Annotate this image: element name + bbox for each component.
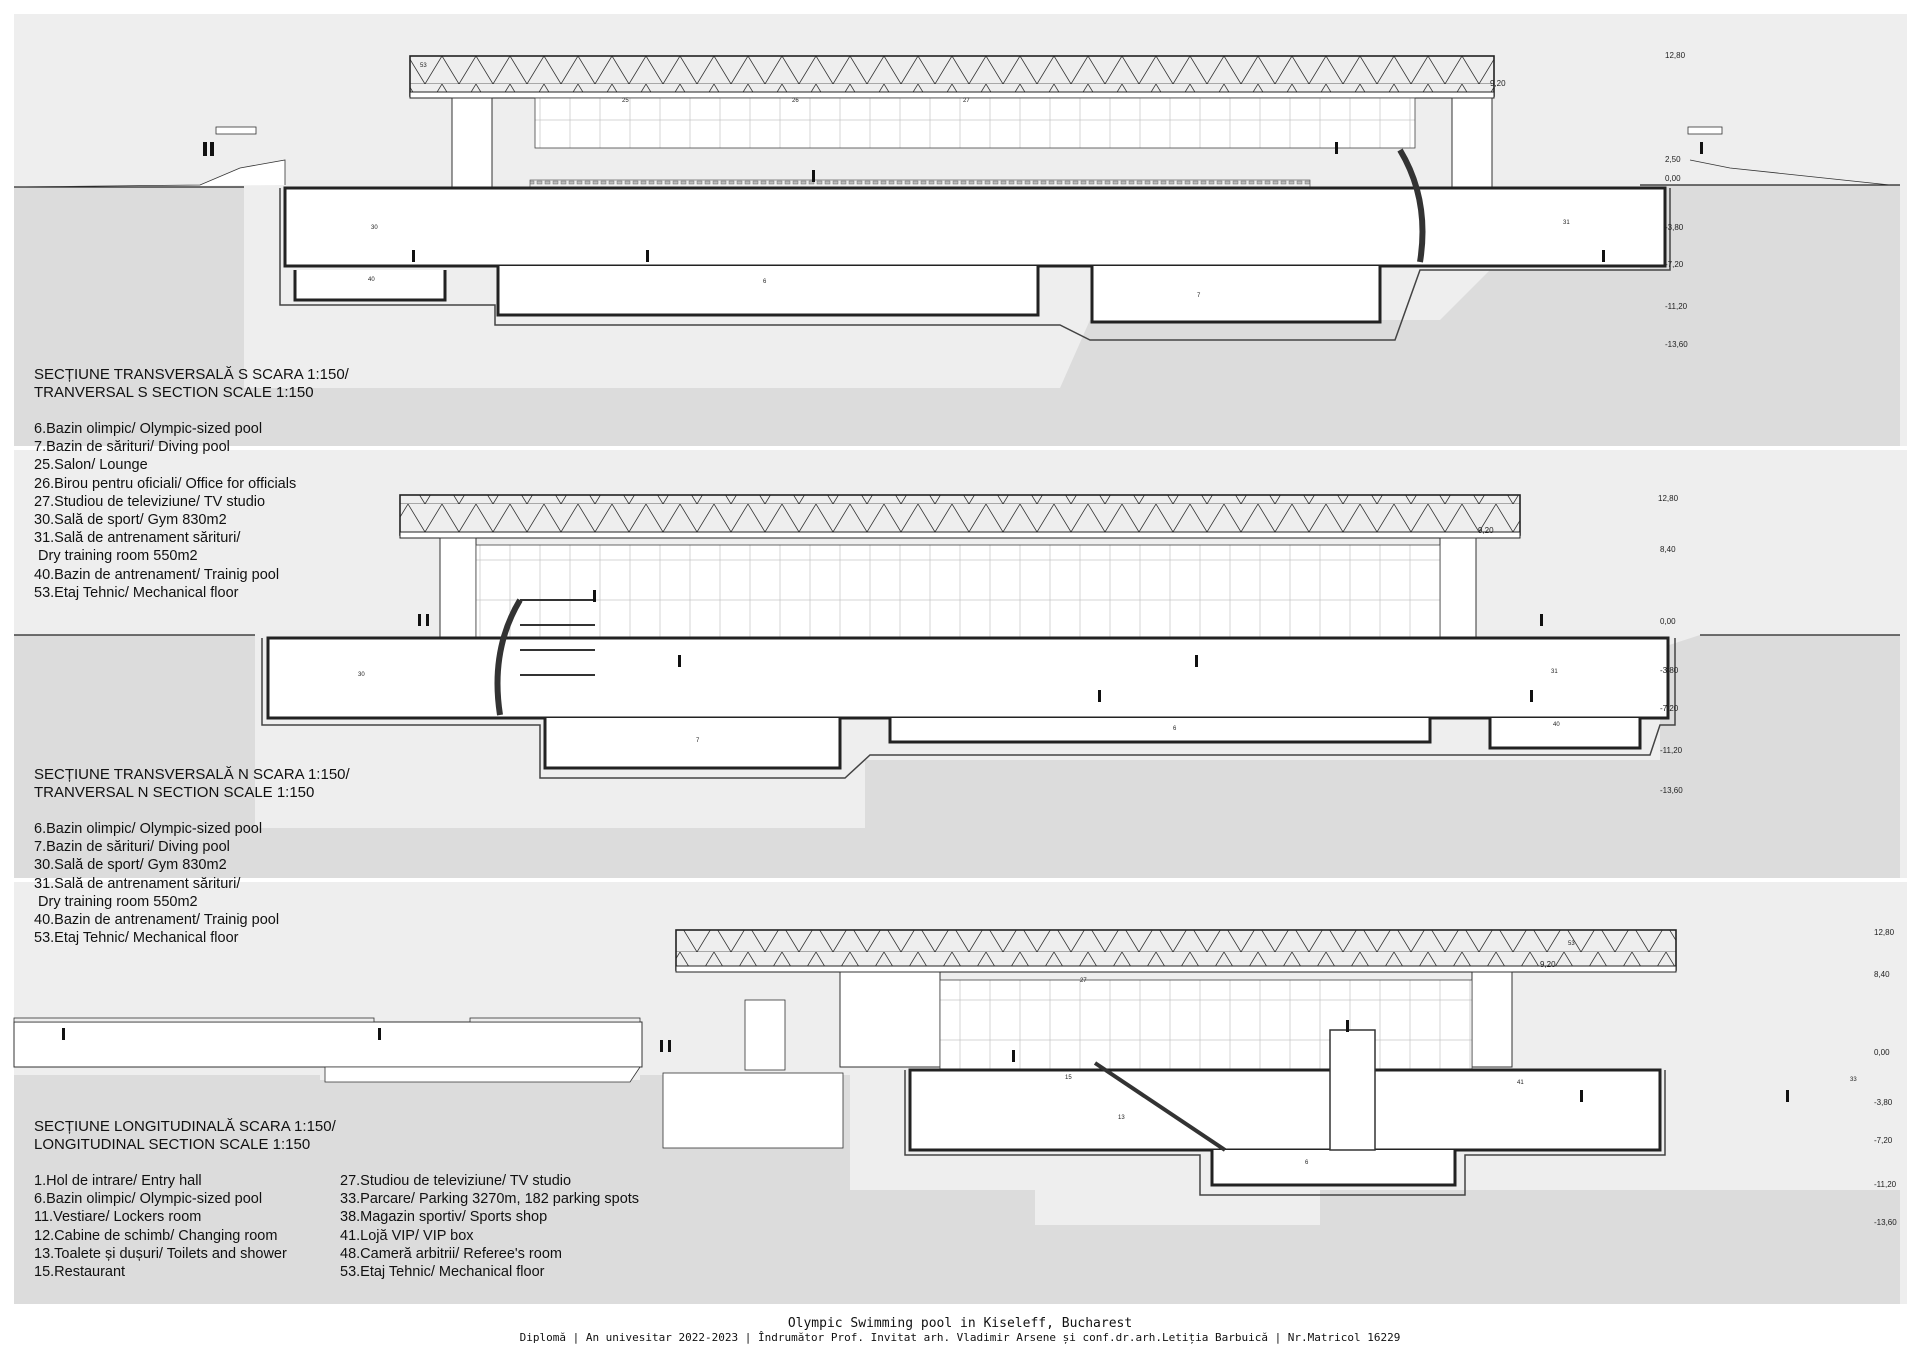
legend-item: 41.Lojă VIP/ VIP box (340, 1227, 474, 1244)
legend-item: 40.Bazin de antrenament/ Trainig pool (34, 912, 280, 929)
section-n-drawing (14, 494, 1900, 878)
legend-item: 7.Bazin de sărituri/ Diving pool (34, 839, 230, 856)
project-credits: Diplomă | An univesitar 2022-2023 | Îndr… (519, 1331, 1401, 1344)
section-n-title-ro: SECȚIUNE TRANSVERSALĂ N SCARA 1:150/ (34, 766, 350, 783)
section-s-title-en: TRANVERSAL S SECTION SCALE 1:150 (34, 384, 314, 401)
legend-item: 31.Sală de antrenament sărituri/ (34, 875, 241, 892)
legend-item: 6.Bazin olimpic/ Olympic-sized pool (34, 421, 263, 437)
legend-item: 25.Salon/ Lounge (34, 457, 148, 474)
section-n-level: -3,80 (1660, 666, 1679, 675)
section-s-basement (283, 186, 1667, 268)
legend-item: 53.Etaj Tehnic/ Mechanical floor (34, 584, 239, 601)
section-n-level: 12,80 (1658, 494, 1679, 503)
legend-item: 53.Etaj Tehnic/ Mechanical floor (34, 930, 239, 947)
room-number: 6 (1305, 1160, 1309, 1166)
legend-item: 40.Bazin de antrenament/ Trainig pool (34, 566, 280, 583)
room-number: 33 (1850, 1077, 1857, 1083)
section-s-drawing (13, 55, 1900, 446)
section-s-level: 2,50 (1665, 155, 1681, 164)
section-n-level: -7,20 (1660, 704, 1679, 713)
project-title: Olympic Swimming pool in Kiseleff, Bucha… (787, 1316, 1133, 1331)
room-number: 53 (420, 63, 427, 69)
legend-item: 31.Sală de antrenament sărituri/ (34, 530, 241, 547)
section-s-level: -7,20 (1665, 260, 1684, 269)
legend-item: 48.Cameră arbitrii/ Referee's room (340, 1245, 562, 1262)
legend-item: 30.Sală de sport/ Gym 830m2 (34, 512, 227, 529)
legend-item: 27.Studiou de televiziune/ TV studio (340, 1173, 572, 1189)
legend-item: 1.Hol de intrare/ Entry hall (34, 1173, 202, 1189)
section-l-level: 9,20 (1540, 960, 1556, 969)
legend-item: 26.Birou pentru oficiali/ Office for off… (34, 475, 297, 492)
room-number: 40 (368, 277, 375, 283)
room-number: 13 (1118, 1115, 1125, 1121)
section-l-drawing (13, 929, 1900, 1304)
legend-item: 38.Magazin sportiv/ Sports shop (340, 1209, 548, 1226)
legend-item: 30.Sală de sport/ Gym 830m2 (34, 857, 227, 874)
room-number: 26 (792, 98, 799, 104)
section-s-level: -11,20 (1665, 302, 1688, 311)
legend-item: 12.Cabine de schimb/ Changing room (34, 1227, 278, 1244)
section-s-title-ro: SECȚIUNE TRANSVERSALĂ S SCARA 1:150/ (34, 366, 349, 383)
section-l-level: 8,40 (1874, 970, 1890, 979)
section-l-level: -3,80 (1874, 1098, 1893, 1107)
section-n-basement (266, 636, 1670, 720)
section-n-title-en: TRANVERSAL N SECTION SCALE 1:150 (34, 784, 315, 801)
section-n-legend: SECȚIUNE TRANSVERSALĂ N SCARA 1:150/ TRA… (34, 766, 350, 947)
legend-item: 53.Etaj Tehnic/ Mechanical floor (340, 1264, 545, 1281)
section-l-title-en: LONGITUDINAL SECTION SCALE 1:150 (34, 1136, 311, 1153)
section-n-level: -13,60 (1660, 786, 1683, 795)
section-s-level: 0,00 (1665, 174, 1681, 183)
section-s-earth (14, 185, 1900, 446)
section-l-title-ro: SECȚIUNE LONGITUDINALĂ SCARA 1:150/ (34, 1118, 336, 1135)
legend-item: 11.Vestiare/ Lockers room (34, 1209, 202, 1226)
room-number: 27 (963, 98, 970, 104)
section-s-legend: SECȚIUNE TRANSVERSALĂ S SCARA 1:150/ TRA… (34, 366, 349, 602)
section-l-level: 12,80 (1874, 928, 1895, 937)
legend-item: 15.Restaurant (34, 1264, 126, 1281)
legend-item: Dry training room 550m2 (34, 893, 198, 910)
room-number: 41 (1517, 1080, 1524, 1086)
room-number: 27 (1080, 978, 1087, 984)
room-number: 30 (371, 225, 378, 231)
section-l-basement (908, 1068, 1662, 1152)
section-l-level: 0,00 (1874, 1048, 1890, 1057)
section-l-roof-truss (675, 929, 1677, 971)
section-l-level: -7,20 (1874, 1136, 1893, 1145)
section-l-level: -13,60 (1874, 1218, 1897, 1227)
section-s-level: 12,80 (1665, 51, 1686, 60)
legend-item: 6.Bazin olimpic/ Olympic-sized pool (34, 821, 263, 837)
section-n-level: -11,20 (1660, 746, 1683, 755)
room-number: 30 (358, 672, 365, 678)
section-n-level: 9,20 (1478, 526, 1494, 535)
room-number: 31 (1551, 669, 1558, 675)
section-s-level: 9,20 (1490, 79, 1506, 88)
section-l-level: -11,20 (1874, 1180, 1897, 1189)
room-number: 6 (763, 279, 767, 285)
legend-item: 33.Parcare/ Parking 3270m, 182 parking s… (340, 1191, 640, 1208)
legend-item: 6.Bazin olimpic/ Olympic-sized pool (34, 1191, 263, 1208)
room-number: 25 (622, 98, 629, 104)
room-number: 6 (1173, 726, 1177, 732)
section-n-level: 8,40 (1660, 545, 1676, 554)
room-number: 7 (1197, 293, 1201, 299)
section-s-roof-truss (409, 55, 1495, 97)
legend-item: 7.Bazin de sărituri/ Diving pool (34, 439, 230, 456)
legend-item: 27.Studiou de televiziune/ TV studio (34, 493, 266, 510)
legend-item: Dry training room 550m2 (34, 548, 198, 565)
section-n-roof-truss (399, 494, 1521, 536)
section-l-legend: SECȚIUNE LONGITUDINALĂ SCARA 1:150/ LONG… (34, 1118, 639, 1281)
room-number: 31 (1563, 220, 1570, 226)
section-s-level: -3,80 (1665, 223, 1684, 232)
room-number: 53 (1568, 941, 1575, 947)
room-number: 40 (1553, 722, 1560, 728)
section-n-level: 0,00 (1660, 617, 1676, 626)
room-number: 7 (696, 738, 700, 744)
room-number: 15 (1065, 1075, 1072, 1081)
legend-item: 13.Toalete și dușuri/ Toilets and shower (34, 1245, 287, 1262)
section-s-level: -13,60 (1665, 340, 1688, 349)
